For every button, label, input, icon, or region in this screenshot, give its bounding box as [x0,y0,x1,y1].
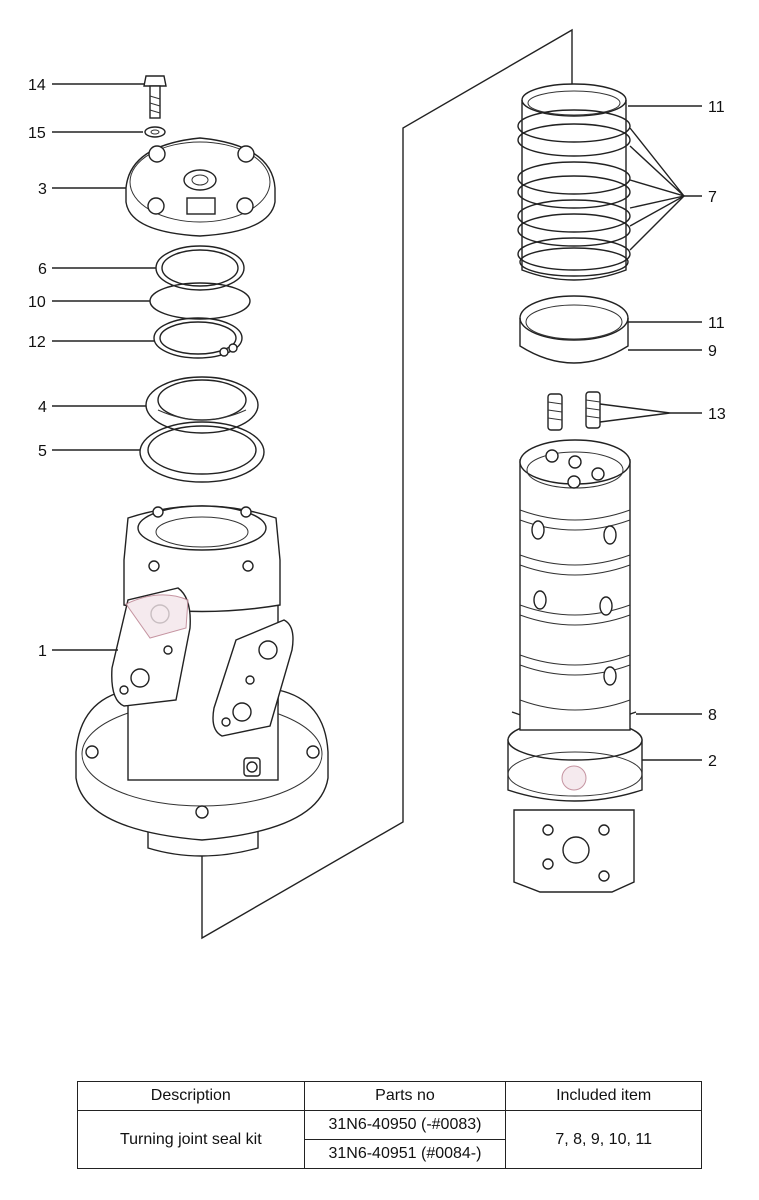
header-included-item: Included item [505,1081,702,1111]
header-parts-no: Parts no [303,1081,507,1111]
cell-part-number-1: 31N6-40950 (-#0083) [303,1110,507,1140]
callout-2: 2 [708,753,717,770]
cell-description: Turning joint seal kit [77,1110,305,1169]
table-row: Turning joint seal kit 31N6-40950 (-#008… [77,1110,702,1169]
callout-5: 5 [38,443,47,460]
seal-kit-table: Description Parts no Included item Turni… [77,1081,702,1169]
callout-7: 7 [708,189,717,206]
part-washer [144,126,166,138]
table-header-row: Description Parts no Included item [77,1081,702,1111]
part-seal-rings [517,83,631,281]
callout-4: 4 [38,399,47,416]
callout-11-top: 11 [708,99,725,116]
leader-lines [52,83,702,761]
callout-3: 3 [38,181,47,198]
part-cover [125,137,276,237]
callout-10: 10 [28,294,46,311]
part-shaft [507,439,643,893]
header-description: Description [77,1081,305,1111]
part-backup-ring [519,295,629,364]
callout-8: 8 [708,707,717,724]
table-row: 31N6-40951 (#0084-) [78,1139,702,1169]
part-shim [139,421,265,483]
part-plugs [547,391,601,431]
part-spacer-ring [145,376,259,434]
callout-6: 6 [38,261,47,278]
cell-included-items: 7, 8, 9, 10, 11 [505,1110,702,1169]
part-hub-body [75,505,329,857]
callout-9: 9 [708,343,717,360]
part-bolt [143,75,167,119]
part-ring [149,282,251,320]
cell-part-number-2: 31N6-40951 (#0084-) [303,1139,507,1169]
callout-15: 15 [28,125,46,142]
part-retaining-ring [153,317,243,359]
callout-labels: 14 15 3 6 10 12 4 5 1 11 7 11 9 13 8 2 [28,77,726,770]
callout-13: 13 [708,406,726,423]
callout-11-lower: 11 [708,315,725,332]
callout-12: 12 [28,334,46,351]
callout-1: 1 [38,643,47,660]
assembly-connection-line [201,28,573,940]
turning-joint-exploded-diagram: 14 15 3 6 10 12 4 5 1 11 7 11 9 13 8 2 [28,28,726,940]
callout-14: 14 [28,77,46,94]
